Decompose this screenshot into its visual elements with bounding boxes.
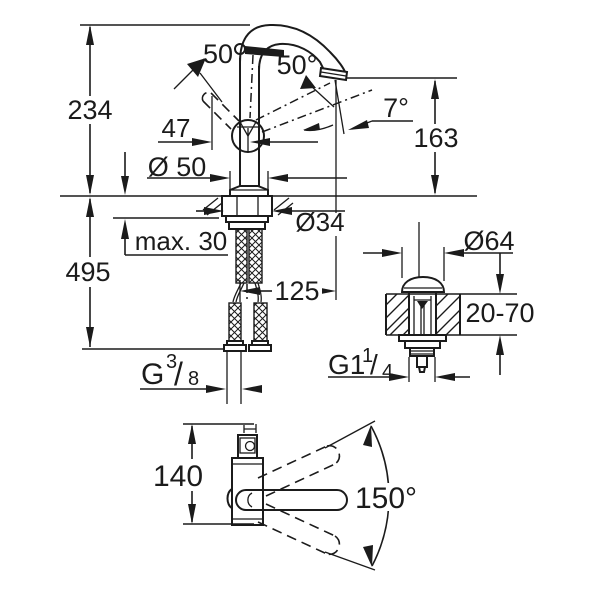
- dimensions: [62, 25, 532, 525]
- dim-150deg-label: 150°: [355, 482, 417, 515]
- dim-diameter50-label: Ø 50: [148, 152, 207, 182]
- waste-thread-slash: /: [370, 349, 378, 380]
- dim-max30-label: max. 30: [135, 226, 228, 256]
- supply-hoses: [223, 228, 272, 352]
- dim-140-label: 140: [153, 460, 203, 493]
- supply-thread-denominator: 8: [188, 368, 199, 390]
- waste-thread-label: G1 1 / 4: [328, 345, 393, 383]
- dim-234-label: 234: [67, 95, 112, 125]
- popup-waste-drain: [385, 222, 517, 373]
- waste-thread-main: G1: [328, 349, 365, 380]
- supply-thread-main: G: [141, 358, 164, 391]
- dim-7deg-label: 7°: [383, 93, 409, 123]
- dim-2070-label: 20-70: [465, 298, 534, 328]
- supply-thread-numerator: 3: [166, 351, 177, 373]
- dimension-labels: 234 50 50° 47 7° 163 Ø 50 Ø34 max. 30 49…: [65, 39, 534, 515]
- dim-163-label: 163: [413, 123, 458, 153]
- dim-50-label: 50: [203, 39, 233, 69]
- dim-50deg-label: 50°: [277, 50, 318, 80]
- dim-diameter64-label: Ø64: [463, 226, 514, 256]
- faucet-side-view: [201, 23, 373, 300]
- faucet-top-view: [226, 420, 418, 571]
- supply-thread-label: G 3 / 8: [141, 351, 199, 392]
- reference-lines: [60, 24, 477, 350]
- waste-thread-numerator: 1: [362, 345, 373, 367]
- waste-thread-denominator: 4: [382, 361, 393, 383]
- dim-47-label: 47: [162, 113, 191, 143]
- dim-diameter34-label: Ø34: [295, 207, 344, 237]
- supply-thread-slash: /: [174, 356, 183, 392]
- dim-125-label: 125: [274, 276, 319, 306]
- dim-495-label: 495: [65, 257, 110, 287]
